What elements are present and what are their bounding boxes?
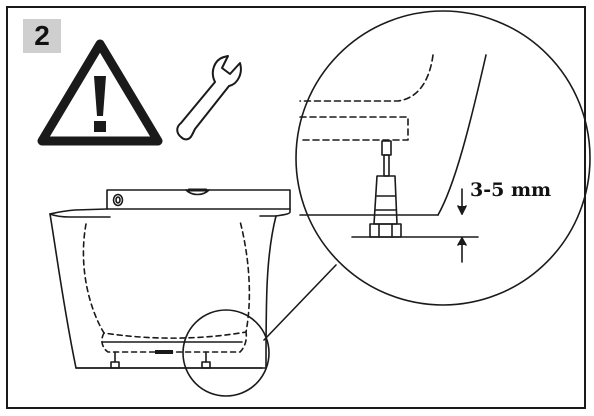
bathtub-illustration (49, 208, 291, 397)
measurement-label: 3-5 mm (470, 179, 552, 201)
zoom-connector-line (263, 264, 337, 341)
warning-triangle-icon (37, 39, 163, 146)
spirit-level-icon (106, 188, 291, 210)
wrench-icon (176, 55, 242, 141)
step-number-badge: 2 (23, 19, 61, 53)
detail-zoom-circle (295, 10, 591, 306)
